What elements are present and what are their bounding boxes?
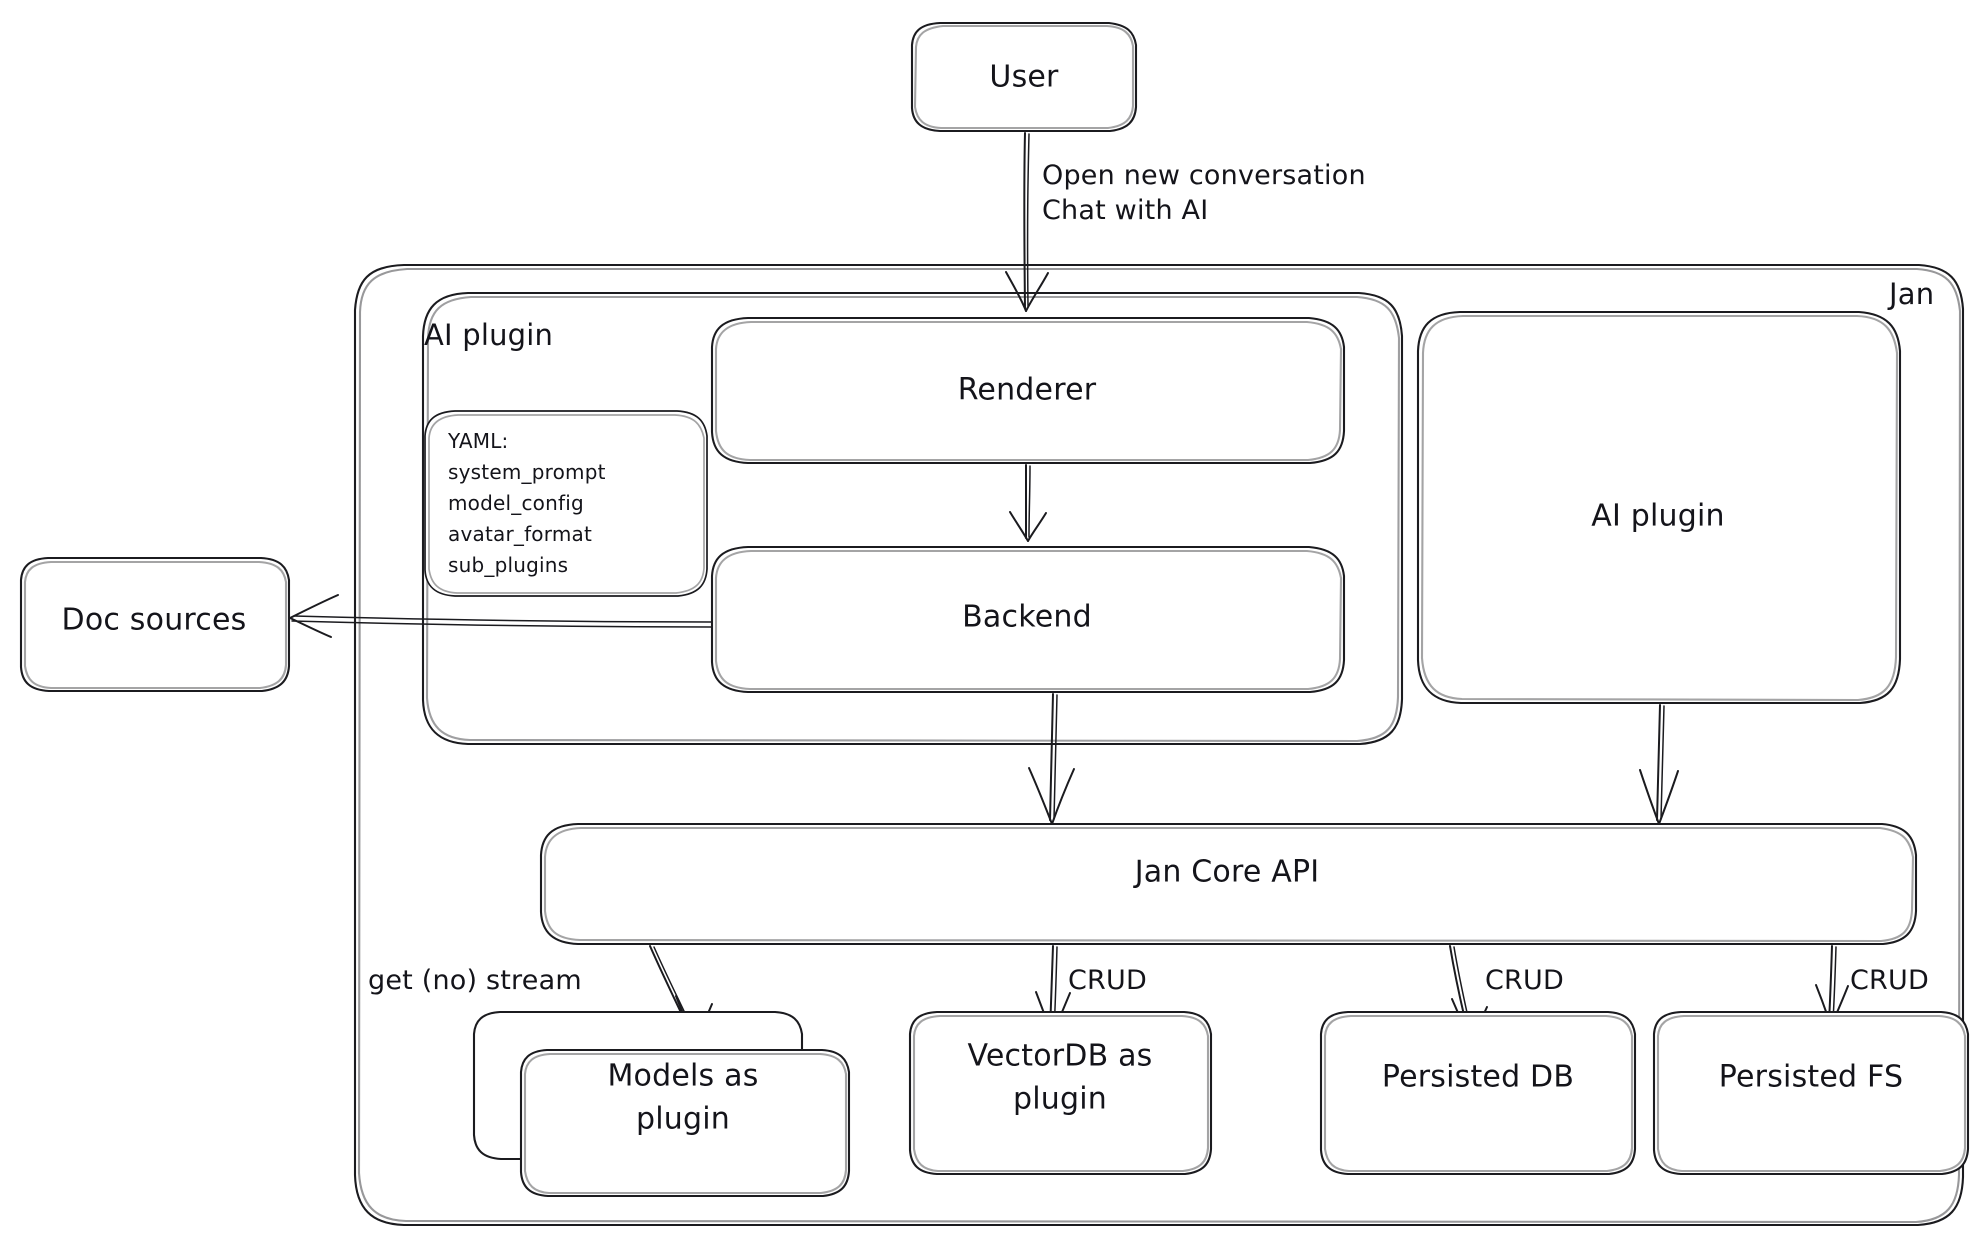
node-models-plugin-shape [472, 1010, 851, 1198]
node-jan-core-api-shape [539, 822, 1918, 946]
edge-backend-core [1028, 693, 1075, 825]
node-renderer-shape [710, 316, 1346, 465]
node-ai-plugin-shape [1416, 310, 1902, 705]
edge-aiplugin-core [1639, 704, 1679, 825]
node-vectordb-plugin-shape [908, 1010, 1213, 1176]
node-persisted-db-shape [1319, 1010, 1637, 1176]
node-backend-shape [710, 545, 1346, 694]
node-doc-sources-shape [19, 556, 291, 693]
edge-user-renderer [1005, 132, 1049, 312]
edge-renderer-backend [1009, 464, 1047, 542]
node-user-shape [910, 21, 1138, 133]
node-persisted-fs-shape [1652, 1010, 1970, 1176]
edge-backend-doc-sources [289, 594, 713, 638]
yaml-card-shape [424, 410, 708, 597]
